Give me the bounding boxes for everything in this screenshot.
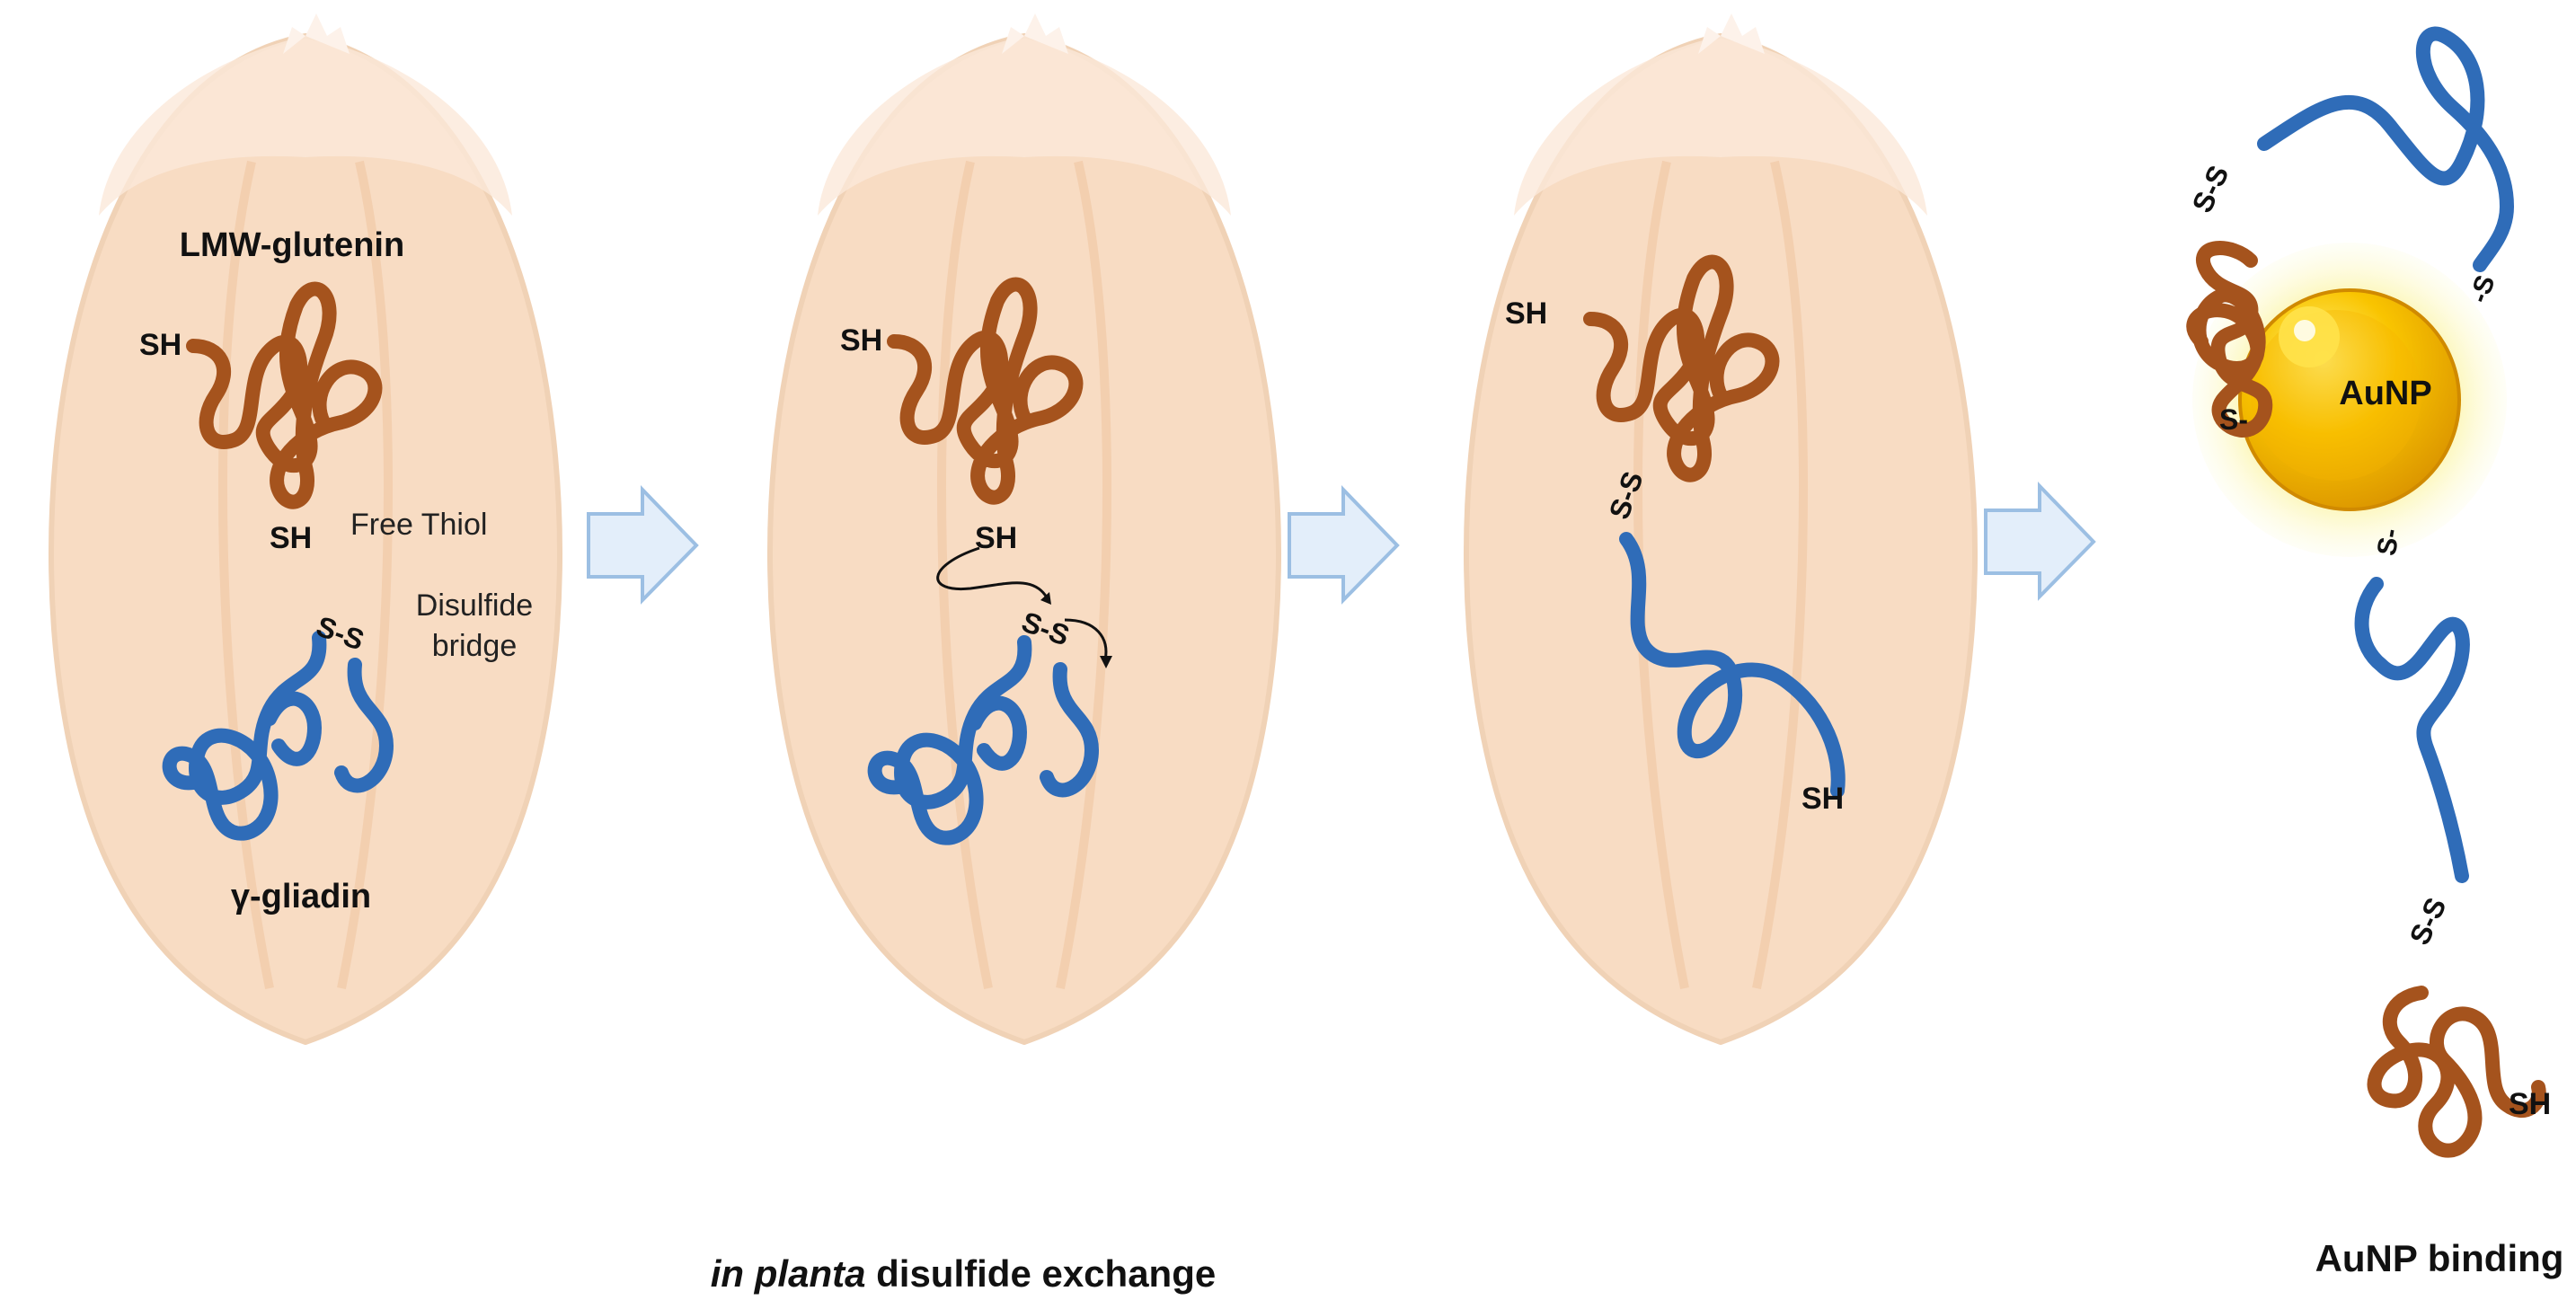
label-sh-bottom-4: SH bbox=[2509, 1087, 2551, 1121]
aunp-sphere bbox=[2238, 288, 2461, 511]
wheat-grain-2 bbox=[767, 13, 1281, 1046]
arrow-step-2 bbox=[1288, 485, 1400, 605]
caption-in-planta: in planta bbox=[711, 1252, 866, 1295]
label-sh-mid-2: SH bbox=[975, 521, 1017, 555]
label-aunp: AuNP bbox=[2339, 375, 2431, 412]
gamma-gliadin-protein-2 bbox=[867, 635, 1099, 845]
caption-aunp-binding: AuNP binding bbox=[2315, 1237, 2564, 1279]
label-s-bottom: S- bbox=[2372, 526, 2406, 558]
lmw-glutenin-protein-3 bbox=[1583, 254, 1780, 482]
gliadin-chain-top bbox=[2257, 26, 2514, 272]
arrow-step-1 bbox=[587, 485, 699, 605]
label-ss-bottom: S-S bbox=[2403, 893, 2452, 951]
arrow-step-3 bbox=[1984, 482, 2096, 601]
glutenin-chain-bottom bbox=[2367, 986, 2546, 1158]
label-sh-bottom-1: SH bbox=[270, 521, 312, 555]
label-sh-bottom-3: SH bbox=[1801, 782, 1844, 816]
label-lmw-glutenin: LMW-glutenin bbox=[180, 226, 404, 264]
label-disulfide-line1: Disulfide bbox=[416, 588, 533, 623]
label-s-left: S- bbox=[2219, 403, 2248, 436]
label-gamma-gliadin: γ-gliadin bbox=[231, 878, 371, 915]
gliadin-chain-bottom bbox=[2354, 577, 2470, 883]
label-sh-top-3: SH bbox=[1505, 296, 1547, 331]
thiol-attack-arrow bbox=[936, 546, 1112, 668]
lmw-glutenin-protein-2 bbox=[887, 277, 1084, 505]
label-sh-top-2: SH bbox=[840, 323, 882, 358]
caption-disulfide-exchange: in planta disulfide exchange bbox=[711, 1252, 1216, 1295]
caption-disulfide-exchange-rest: disulfide exchange bbox=[865, 1252, 1216, 1295]
label-free-thiol: Free Thiol bbox=[350, 508, 487, 542]
wheat-grain-3 bbox=[1464, 13, 1978, 1046]
gamma-gliadin-protein-1 bbox=[162, 631, 394, 841]
label-ss-top-left: S-S bbox=[2185, 161, 2235, 218]
label-sh-top-1: SH bbox=[139, 328, 181, 362]
lmw-glutenin-protein-1 bbox=[186, 281, 383, 509]
gamma-gliadin-protein-3 bbox=[1619, 532, 1846, 798]
label-disulfide-line2: bridge bbox=[432, 629, 518, 663]
wheat-grain-1 bbox=[49, 13, 562, 1046]
glutenin-chain-left bbox=[2186, 241, 2273, 438]
